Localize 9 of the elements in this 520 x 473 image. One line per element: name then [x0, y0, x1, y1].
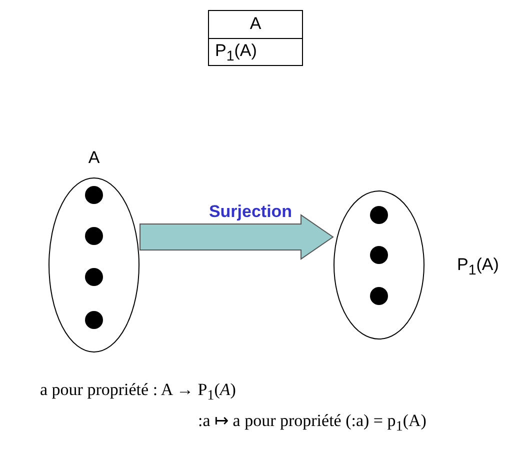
formula-text: a pour propriété : A → P$_{1}$(A)	[40, 380, 236, 404]
block-arrow	[140, 214, 334, 260]
class-box	[208, 10, 303, 66]
edge-label: Surjection	[208, 202, 292, 222]
set-label: A	[88, 148, 100, 168]
class-attribute: P$_{1}$(A)	[215, 40, 257, 64]
formula-text: :a ↦ a pour propriété (:a) = p$_{1}$(A)	[198, 410, 426, 436]
class-name: A	[250, 14, 262, 34]
set-label: P$_{1}$(A)	[457, 255, 499, 278]
